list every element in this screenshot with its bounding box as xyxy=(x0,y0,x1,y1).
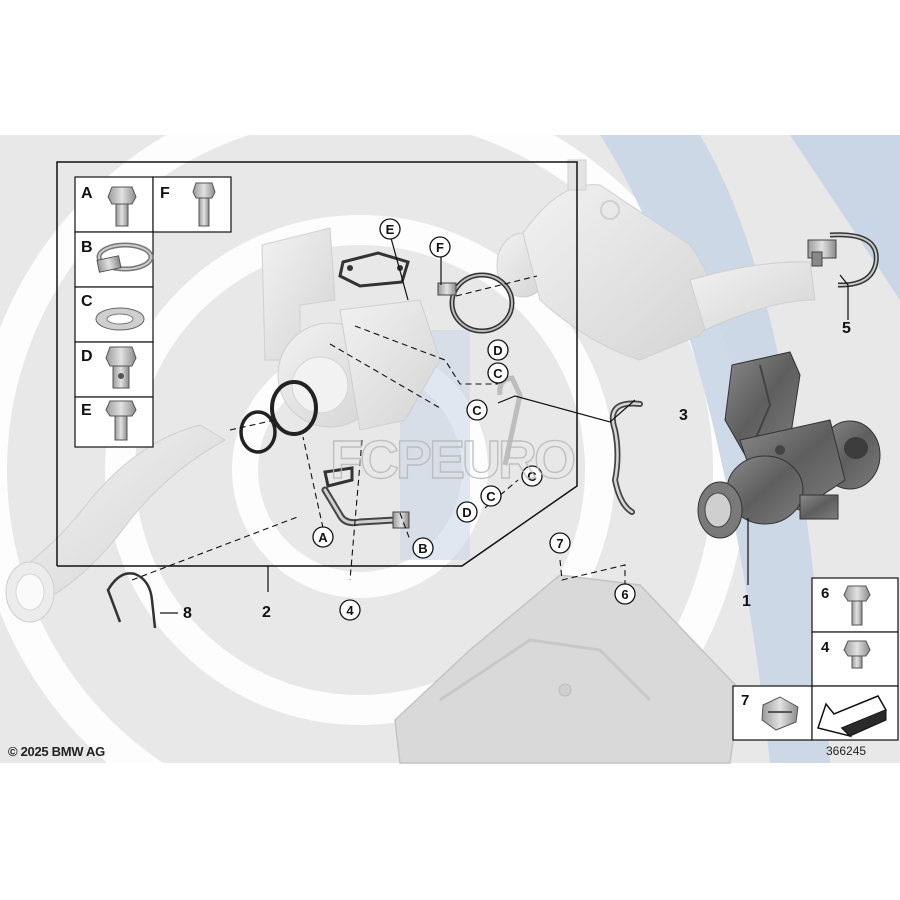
copyright-text: © 2025 BMW AG xyxy=(8,744,105,759)
callout-e: E xyxy=(386,222,395,237)
sealing-ring-c-icon xyxy=(95,307,145,331)
inlet-o-ring xyxy=(239,410,277,454)
oil-return-line xyxy=(321,466,410,529)
circled-part-numbers xyxy=(339,532,636,621)
callout-c-lower: C xyxy=(486,489,496,504)
panel-number-6: 6 xyxy=(821,585,829,602)
ghost-particulate-filter xyxy=(496,159,816,361)
callout-c-right: C xyxy=(527,469,537,484)
spring-clip xyxy=(106,572,157,629)
kit-letter-e: E xyxy=(81,402,92,419)
callout-letter-texts: E F D C C A B C C D xyxy=(318,222,537,556)
callout-c-upper: C xyxy=(493,366,503,381)
turbo-gasket xyxy=(338,251,410,288)
part-number-4-circle: 4 xyxy=(346,603,354,618)
clip-nut-7-icon xyxy=(761,696,799,731)
kit-letter-d: D xyxy=(81,348,93,365)
part-number-5: 5 xyxy=(842,320,851,337)
small-parts-panel xyxy=(732,577,899,741)
outlet-o-ring xyxy=(270,380,318,436)
bolt-a-icon xyxy=(107,186,137,227)
callout-f: F xyxy=(436,240,444,255)
diagram-id: 366245 xyxy=(826,744,867,758)
panel-number-4: 4 xyxy=(821,639,830,656)
ghost-heat-shield xyxy=(394,574,741,764)
kit-letter-c: C xyxy=(81,293,93,310)
dashed-leader-lines xyxy=(131,275,626,585)
callout-d-lower: D xyxy=(462,505,471,520)
callout-d-upper: D xyxy=(493,343,502,358)
accent-blue-swoop xyxy=(600,135,830,763)
hose-clamp-b-icon xyxy=(96,242,154,273)
callout-letters xyxy=(312,218,543,559)
hex-bolt-4-icon xyxy=(843,640,871,669)
kit-letter-a: A xyxy=(81,185,93,202)
ghost-intake-pipe xyxy=(5,424,227,623)
turbocharger xyxy=(697,351,881,539)
banjo-bolt-d-icon xyxy=(105,346,137,389)
ghost-turbocharger xyxy=(261,227,441,431)
part-number-2: 2 xyxy=(262,604,271,621)
watermark: FCPEURO xyxy=(330,430,574,490)
callout-c-middle: C xyxy=(472,403,482,418)
exhaust-clamp xyxy=(807,232,879,288)
bolt-f-icon xyxy=(192,182,216,227)
part-number-3: 3 xyxy=(679,407,688,424)
leader-lines xyxy=(160,237,849,614)
part-numbers: 1 2 3 5 8 xyxy=(183,320,851,622)
part-number-1: 1 xyxy=(742,593,751,610)
circled-number-texts: 4 6 7 xyxy=(346,536,628,618)
kit-outline xyxy=(56,161,578,567)
bolt-e-icon xyxy=(105,400,137,441)
direction-arrow-icon xyxy=(817,695,888,738)
callout-b: B xyxy=(418,541,427,556)
accent-blue-wedge xyxy=(790,135,900,300)
kit-letter-b: B xyxy=(81,239,93,256)
part-number-7-circle: 7 xyxy=(556,536,563,551)
hex-bolt-6-icon xyxy=(843,585,871,626)
v-band-clamp xyxy=(437,272,515,334)
panel-number-7: 7 xyxy=(741,692,749,709)
kit-legend-labels: A F B C D E xyxy=(81,185,170,419)
part-number-8: 8 xyxy=(183,605,192,622)
kit-letter-f: F xyxy=(160,185,170,202)
callout-a: A xyxy=(318,530,328,545)
part-number-6-circle: 6 xyxy=(621,587,628,602)
